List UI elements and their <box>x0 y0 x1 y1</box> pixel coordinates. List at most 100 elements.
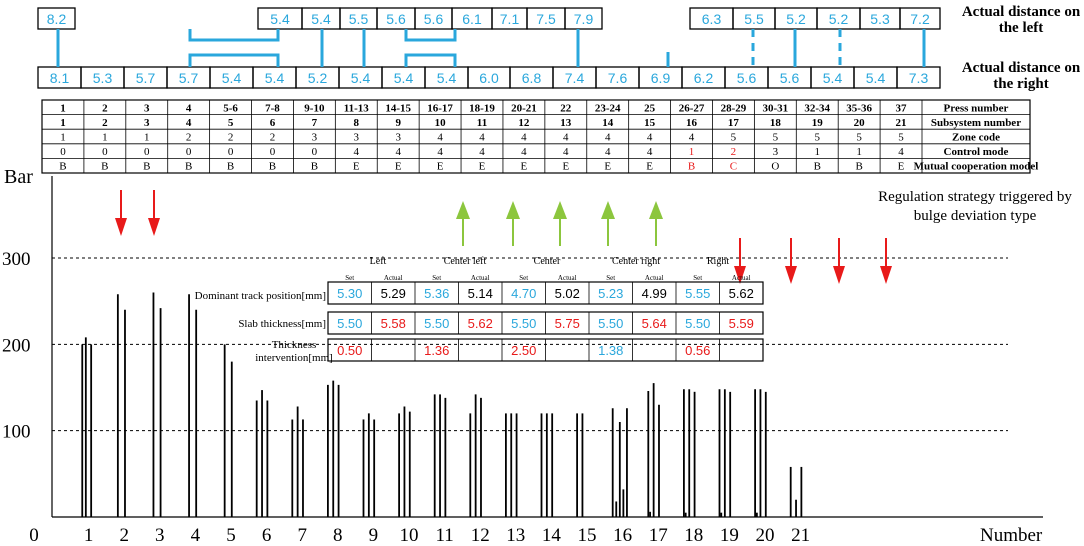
x-tick-label: 8 <box>333 525 343 546</box>
inner-cell-value: 5.55 <box>685 286 710 301</box>
red-down-arrow <box>115 190 127 236</box>
left-distance-value: 6.3 <box>702 11 722 27</box>
table-cell: 2 <box>102 117 108 129</box>
table-cell: B <box>101 161 108 173</box>
table-cell: 5-6 <box>223 102 238 114</box>
table-cell: E <box>898 161 905 173</box>
table-cell: 15 <box>644 117 656 129</box>
table-cell: 23-24 <box>595 102 621 114</box>
table-cell: 4 <box>186 102 192 114</box>
arrow-head <box>833 266 845 284</box>
table-row-label: Press number <box>944 102 1009 114</box>
x-tick-label: 9 <box>369 525 379 546</box>
right-distance-value: 5.4 <box>222 70 242 86</box>
green-up-arrow <box>456 201 470 246</box>
table-cell: 1 <box>60 132 66 144</box>
table-cell: 3 <box>144 117 150 129</box>
right-distance-value: 5.3 <box>93 70 113 86</box>
table-cell: 4 <box>689 132 695 144</box>
y-tick-label: 200 <box>2 335 31 356</box>
table-cell: 2 <box>228 132 234 144</box>
right-distance-value: 6.0 <box>479 70 499 86</box>
table-cell: B <box>311 161 318 173</box>
right-distance-value: 8.1 <box>50 70 70 86</box>
table-cell: 22 <box>560 102 572 114</box>
left-distance-value: 6.1 <box>462 11 482 27</box>
x-tick-label: 21 <box>791 525 810 546</box>
inner-col-label: Actual <box>558 274 577 282</box>
x-axis-label: Number <box>980 525 1043 546</box>
left-distance-value: 5.4 <box>270 11 290 27</box>
x-tick-label: 2 <box>119 525 129 546</box>
left-distance-value: 5.4 <box>311 11 331 27</box>
arrow-head <box>734 266 746 284</box>
left-distance-value: 5.5 <box>744 11 764 27</box>
table-cell: 4 <box>563 132 569 144</box>
arrow-head <box>649 201 663 219</box>
table-cell: 5 <box>856 132 862 144</box>
red-down-arrow <box>833 238 845 284</box>
inner-group-label: Center right <box>612 256 660 267</box>
inner-cell-value: 5.50 <box>511 316 536 331</box>
table-cell: 35-36 <box>846 102 872 114</box>
table-cell: B <box>59 161 66 173</box>
x-tick-label: 20 <box>756 525 775 546</box>
table-cell: 4 <box>563 146 569 158</box>
x-tick-label: 6 <box>262 525 272 546</box>
right-distance-box <box>896 66 941 89</box>
table-cell: B <box>269 161 276 173</box>
table-cell: B <box>227 161 234 173</box>
inner-cell-value: 5.50 <box>337 316 362 331</box>
inner-cell-value: 0.50 <box>337 343 362 358</box>
y-tick-label: 300 <box>2 249 31 270</box>
table-cell: B <box>688 161 695 173</box>
left-distance-box <box>899 7 941 30</box>
left-distance-value: 7.5 <box>536 11 556 27</box>
table-cell: 13 <box>560 117 572 129</box>
table-cell: 8 <box>354 117 360 129</box>
table-cell: 26-27 <box>679 102 705 114</box>
inner-cell-value: 4.70 <box>511 286 536 301</box>
table-cell: 5 <box>898 132 904 144</box>
left-distance-value: 8.2 <box>47 11 67 27</box>
inner-cell-value: 5.50 <box>685 316 710 331</box>
x-tick-label: 11 <box>435 525 453 546</box>
arrow-head <box>456 201 470 219</box>
left-distance-value: 5.2 <box>829 11 849 27</box>
inner-cell-value: 5.23 <box>598 286 623 301</box>
arrow-head <box>553 201 567 219</box>
table-cell: 5 <box>228 117 234 129</box>
distance-bracket <box>188 53 280 67</box>
inner-cell-value: 5.62 <box>729 286 754 301</box>
table-cell: 4 <box>898 146 904 158</box>
table-cell: 21 <box>896 117 907 129</box>
inner-col-label: Actual <box>384 274 403 282</box>
table-cell: 30-31 <box>762 102 788 114</box>
table-cell: 0 <box>270 146 276 158</box>
inner-cell-value: 5.30 <box>337 286 362 301</box>
table-cell: 11 <box>477 117 487 129</box>
inner-cell-value: 5.62 <box>468 316 493 331</box>
table-cell: 37 <box>896 102 908 114</box>
red-down-arrow <box>148 190 160 236</box>
left-distance-box <box>564 7 603 30</box>
table-cell: B <box>855 161 862 173</box>
table-cell: 2 <box>186 132 192 144</box>
inner-row-label: intervention[mm] <box>255 352 333 364</box>
table-cell: 3 <box>395 132 401 144</box>
table-cell: 1 <box>60 117 66 129</box>
inner-col-label: Set <box>606 274 615 282</box>
inner-col-label: Actual <box>732 274 751 282</box>
table-cell: 7-8 <box>265 102 280 114</box>
right-distance-label: Actual distance on the right <box>961 60 1081 92</box>
inner-cell-value: 5.50 <box>598 316 623 331</box>
table-cell: 3 <box>773 146 779 158</box>
x-tick-label: 10 <box>400 525 419 546</box>
table-cell: E <box>395 161 402 173</box>
left-distance-value: 5.6 <box>386 11 406 27</box>
table-cell: 5 <box>731 132 737 144</box>
